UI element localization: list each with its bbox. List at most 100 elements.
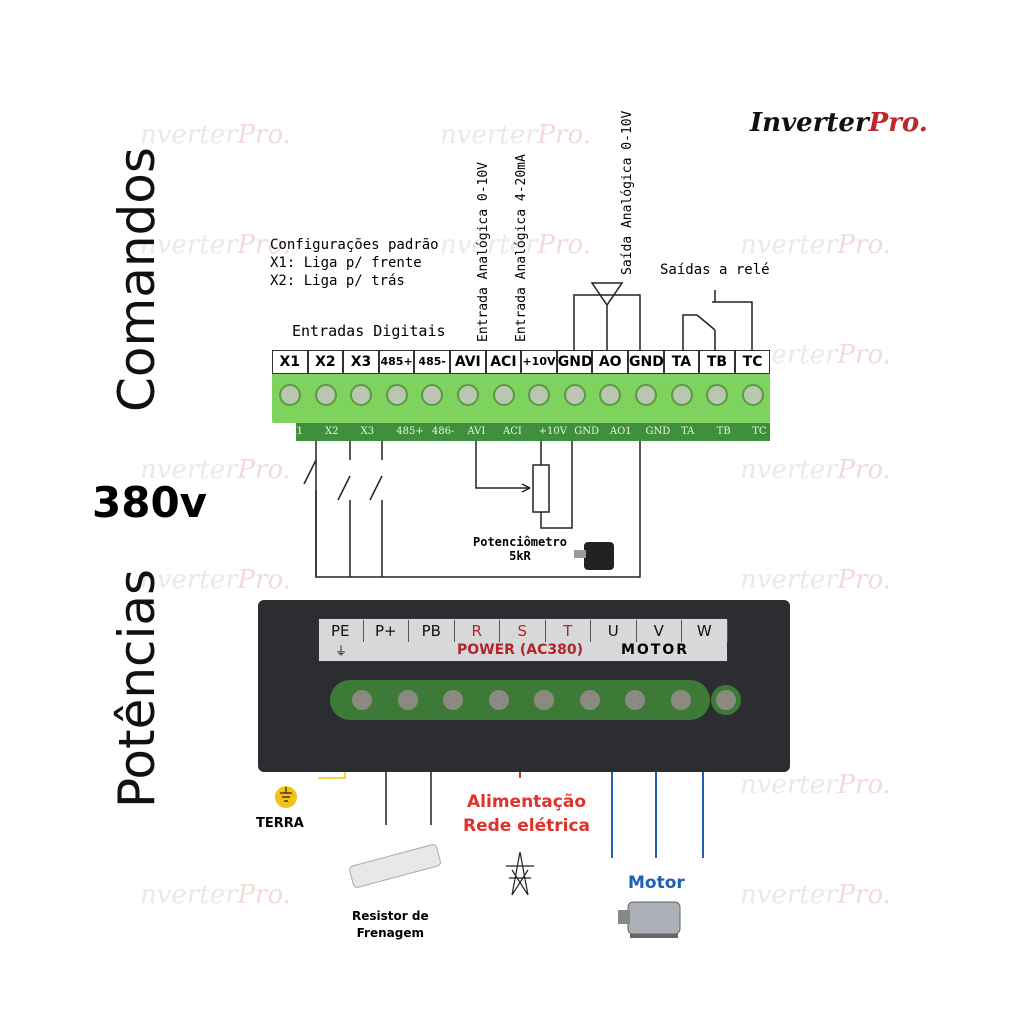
pcb-label: GND — [574, 426, 600, 437]
terminal-screw[interactable] — [492, 384, 515, 406]
terminal-screw[interactable] — [635, 384, 657, 406]
watermark: nverterPro. — [740, 455, 891, 485]
power-terminal-label: V — [637, 620, 682, 642]
watermark: nverterPro. — [740, 565, 891, 595]
pcb-label: 485+ — [396, 426, 424, 437]
braking-resistor-icon — [349, 844, 441, 888]
control-terminal-label: X2 — [307, 350, 344, 374]
transmission-tower-icon — [506, 851, 534, 896]
pcb-label: +10V — [538, 426, 567, 437]
brand-logo: InverterPro. — [750, 108, 928, 138]
terminal-screw[interactable] — [563, 384, 586, 406]
watermark: nverterPro. — [140, 230, 291, 260]
power-terminal-screw[interactable] — [711, 685, 741, 715]
watermark: nverterPro. — [440, 120, 591, 150]
pcb-label: GND — [645, 426, 671, 437]
digital-inputs-label: Entradas Digitais — [292, 322, 446, 340]
switch-x3 — [369, 440, 383, 577]
terminal-screw[interactable] — [385, 384, 408, 406]
relay-label: Saídas a relé — [660, 262, 770, 278]
power-terminal-label: T — [546, 620, 591, 642]
switch-x2 — [337, 440, 351, 577]
terminal-screw[interactable] — [314, 384, 337, 406]
terminal-screw[interactable] — [350, 384, 373, 406]
pcb-label: AVI — [467, 426, 486, 437]
control-terminal-label: TB — [699, 350, 735, 374]
power-terminal-label: PE — [318, 620, 364, 642]
power-label-plate — [318, 618, 728, 662]
pcb-label: X2 — [325, 426, 339, 437]
control-terminal-label: +10V — [521, 350, 557, 374]
control-terminal-label: 485+ — [378, 350, 415, 374]
motor-icon — [618, 901, 681, 938]
earth-symbol: ⏚ — [335, 644, 348, 658]
control-terminal-block — [272, 373, 770, 423]
watermark: nverterPro. — [740, 880, 891, 910]
watermark: nverterPro. — [140, 880, 291, 910]
power-terminal-screw[interactable] — [392, 685, 423, 715]
control-terminal-label: GND — [556, 350, 593, 374]
control-terminal-label: 485- — [414, 350, 450, 374]
watermark: nverterPro. — [440, 230, 591, 260]
power-terminal-screw[interactable] — [438, 685, 468, 715]
control-terminal-label: TC — [734, 350, 771, 374]
pcb-label: AO1 — [609, 426, 632, 437]
terminal-screw[interactable] — [706, 384, 729, 406]
watermark: nverterPro. — [140, 565, 291, 595]
power-terminal-label: W — [682, 620, 728, 642]
terminal-screw[interactable] — [741, 384, 764, 406]
terminal-screw[interactable] — [457, 384, 479, 406]
watermark: nverterPro. — [140, 455, 291, 485]
control-terminal-label: X1 — [272, 350, 308, 374]
power-terminal-label: U — [591, 620, 637, 642]
power-terminal-screw[interactable] — [347, 685, 377, 715]
relay-symbol — [682, 290, 753, 350]
pcb-label: TA — [681, 426, 695, 437]
power-terminal-screw[interactable] — [620, 685, 650, 715]
switch-x1 — [303, 459, 317, 577]
terminal-screw[interactable] — [279, 384, 301, 406]
power-terminal-label: P+ — [364, 620, 409, 642]
voltage-heading: 380v — [92, 478, 208, 527]
watermark: nverterPro. — [140, 120, 291, 150]
power-group-label: POWER (AC380) — [457, 642, 583, 658]
terminal-screw[interactable] — [670, 384, 693, 406]
earth-label: TERRA — [256, 816, 304, 831]
motor-label: Motor — [628, 873, 685, 893]
watermark: nverterPro. — [740, 230, 891, 260]
power-terminal-label: R — [455, 620, 500, 642]
terminal-screw[interactable] — [599, 384, 622, 406]
power-terminal-screw[interactable] — [483, 685, 514, 715]
terminal-screw[interactable] — [421, 384, 444, 406]
terminal-screw[interactable] — [528, 384, 551, 406]
power-terminal-label: PB — [409, 620, 455, 642]
potentiometer-knob-icon — [574, 542, 614, 570]
control-terminal-label: AO — [592, 350, 628, 374]
control-terminal-label: AVI — [450, 350, 486, 374]
pcb-label: 486- — [431, 426, 455, 437]
watermark: nverterPro. — [740, 770, 891, 800]
control-terminal-label: GND — [628, 350, 664, 374]
pcb-label: X1 — [289, 426, 303, 437]
pcb-label: ACI — [503, 426, 522, 437]
motor-group-label: MOTOR — [620, 642, 690, 658]
power-terminal-screw[interactable] — [529, 685, 559, 715]
ao-output-symbol — [590, 282, 624, 350]
potentiometer-symbol — [532, 464, 550, 513]
pcb-label: TB — [716, 426, 731, 437]
pcb-label: X3 — [360, 426, 375, 437]
ao-wire — [573, 294, 641, 350]
power-terminal-screw[interactable] — [665, 685, 696, 715]
control-terminal-label: X3 — [343, 350, 379, 374]
pcb-label: TC — [752, 426, 767, 437]
control-terminal-label: ACI — [485, 350, 522, 374]
power-terminal-screw[interactable] — [574, 685, 605, 715]
pcb-strip — [296, 423, 770, 441]
power-terminal-label: S — [500, 620, 546, 642]
pot-wires — [475, 440, 573, 529]
